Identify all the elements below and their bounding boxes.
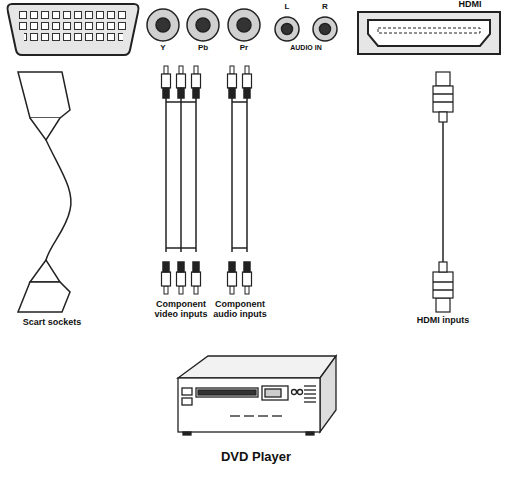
scart-socket: [8, 4, 139, 55]
cable-label: Component video inputs: [150, 300, 212, 320]
jack-name: Pb: [192, 44, 214, 53]
cable-label: Component audio inputs: [209, 300, 271, 320]
jack-name: Pr: [233, 44, 255, 53]
component-jacks: [147, 9, 337, 41]
socket-title: AUDIO IN: [276, 44, 336, 52]
hdmi-socket: [358, 12, 500, 54]
component-audio-cable: [228, 66, 252, 294]
cable-label: HDMI inputs: [413, 316, 473, 326]
jack-name: R: [318, 3, 332, 12]
component-video-cable: [162, 66, 201, 294]
jack-name: L: [280, 3, 294, 12]
socket-title: HDMI: [445, 0, 495, 10]
hdmi-cable: [433, 72, 453, 312]
dvd-player: [178, 356, 336, 435]
device-label: DVD Player: [201, 450, 311, 464]
scart-cable: [18, 72, 71, 312]
jack-name: Y: [153, 44, 173, 53]
cable-label: Scart sockets: [7, 318, 97, 328]
